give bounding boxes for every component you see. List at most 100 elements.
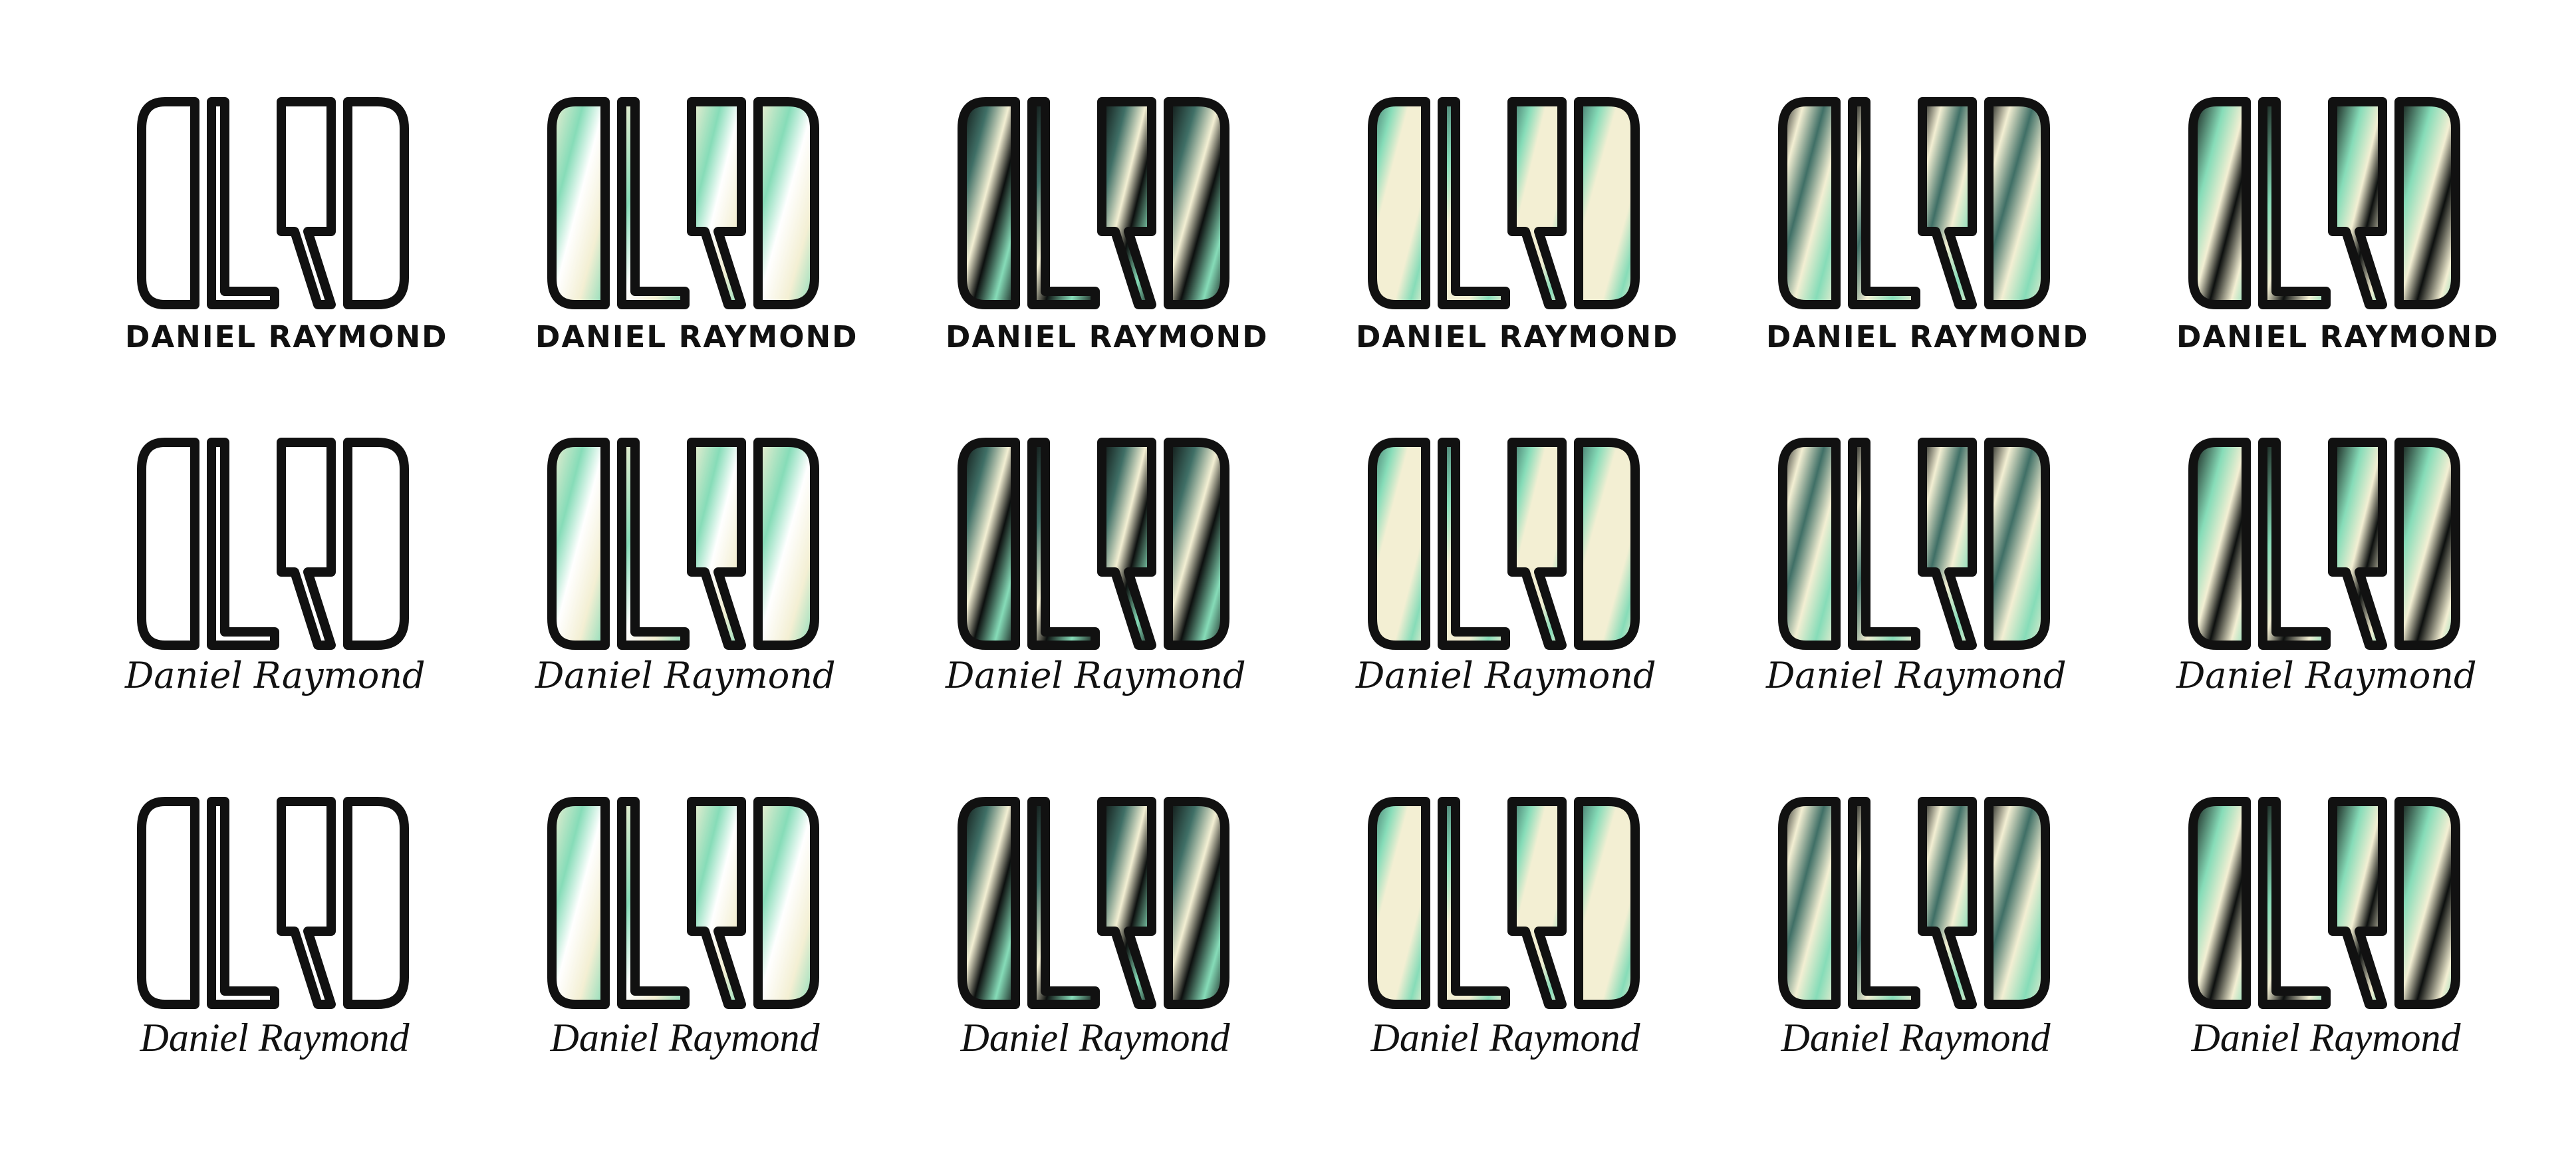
logo-variant: Daniel Raymond xyxy=(132,792,418,1084)
logo-variant: Daniel Raymond xyxy=(535,432,836,725)
letter-r xyxy=(2328,438,2387,650)
logo-variant: Daniel Raymond xyxy=(1766,432,2067,725)
letter-r xyxy=(1097,438,1156,650)
letter-d-right xyxy=(2394,438,2460,650)
letter-r xyxy=(1507,438,1567,650)
logo-variant: DANIEL RAYMOND xyxy=(125,92,446,384)
brand-name: Daniel Raymond xyxy=(550,1016,820,1060)
letter-r xyxy=(277,797,336,1009)
letter-d-right xyxy=(343,438,409,650)
brand-name: Daniel Raymond xyxy=(535,654,836,696)
letter-l xyxy=(1848,438,1920,650)
letter-l xyxy=(617,97,690,309)
letter-d-right xyxy=(753,97,819,309)
letter-d-right xyxy=(1164,797,1229,1009)
monogram-mark xyxy=(2188,438,2460,650)
letter-r xyxy=(687,438,746,650)
letter-d-left xyxy=(1778,438,1841,650)
letter-l xyxy=(207,438,279,650)
brand-name: DANIEL RAYMOND xyxy=(1356,319,1679,355)
monogram-mark xyxy=(137,438,409,650)
brand-name: DANIEL RAYMOND xyxy=(125,319,448,355)
letter-r xyxy=(1918,438,1977,650)
letter-d-right xyxy=(1164,97,1229,309)
letter-l xyxy=(1848,797,1920,1009)
logo-variant: DANIEL RAYMOND xyxy=(1766,92,2087,384)
monogram-mark xyxy=(547,97,819,309)
monogram-mark xyxy=(1368,438,1640,650)
letter-l xyxy=(1848,97,1920,309)
brand-name: Daniel Raymond xyxy=(140,1016,410,1060)
letter-d-left xyxy=(1778,797,1841,1009)
letter-d-left xyxy=(2188,797,2251,1009)
brand-name: DANIEL RAYMOND xyxy=(2176,319,2500,355)
monogram-mark xyxy=(1368,97,1640,309)
letter-l xyxy=(617,797,690,1009)
letter-l xyxy=(617,438,690,650)
brand-name: Daniel Raymond xyxy=(1766,654,2067,696)
letter-r xyxy=(2328,797,2387,1009)
letter-d-left xyxy=(547,97,610,309)
logo-variant: DANIEL RAYMOND xyxy=(2176,92,2498,384)
letter-l xyxy=(1438,97,1510,309)
letter-d-left xyxy=(958,97,1020,309)
letter-d-left xyxy=(547,438,610,650)
letter-d-right xyxy=(753,438,819,650)
letter-d-left xyxy=(1368,797,1430,1009)
letter-d-left xyxy=(137,97,199,309)
logo-variant: DANIEL RAYMOND xyxy=(946,92,1267,384)
brand-name: Daniel Raymond xyxy=(1781,1016,2051,1060)
letter-l xyxy=(207,97,279,309)
letter-l xyxy=(1438,438,1510,650)
brand-name: Daniel Raymond xyxy=(2176,654,2477,696)
letter-d-left xyxy=(1368,97,1430,309)
letter-d-right xyxy=(1164,438,1229,650)
logo-variant: DANIEL RAYMOND xyxy=(1356,92,1677,384)
letter-d-left xyxy=(958,797,1020,1009)
letter-l xyxy=(207,797,279,1009)
letter-d-right xyxy=(2394,797,2460,1009)
logo-variant: Daniel Raymond xyxy=(542,792,828,1084)
letter-d-left xyxy=(1778,97,1841,309)
monogram-mark xyxy=(958,797,1229,1009)
logo-variant: Daniel Raymond xyxy=(946,432,1246,725)
letter-l xyxy=(1438,797,1510,1009)
letter-d-left xyxy=(2188,438,2251,650)
letter-d-right xyxy=(1574,797,1640,1009)
letter-d-right xyxy=(2394,97,2460,309)
brand-name: DANIEL RAYMOND xyxy=(1766,319,2089,355)
letter-r xyxy=(1097,97,1156,309)
monogram-mark xyxy=(2188,97,2460,309)
letter-r xyxy=(2328,97,2387,309)
monogram-mark xyxy=(1778,97,2050,309)
letter-l xyxy=(2258,797,2331,1009)
monogram-mark xyxy=(547,797,819,1009)
logo-variant: Daniel Raymond xyxy=(952,792,1238,1084)
letter-r xyxy=(1918,97,1977,309)
logo-variant: Daniel Raymond xyxy=(2176,432,2477,725)
logo-variant: Daniel Raymond xyxy=(1773,792,2059,1084)
letter-l xyxy=(1027,97,1100,309)
letter-d-left xyxy=(137,797,199,1009)
letter-r xyxy=(687,797,746,1009)
letter-r xyxy=(1918,797,1977,1009)
monogram-mark xyxy=(1778,438,2050,650)
letter-r xyxy=(277,438,336,650)
logo-variant: Daniel Raymond xyxy=(125,432,426,725)
logo-variant: DANIEL RAYMOND xyxy=(535,92,856,384)
letter-d-left xyxy=(547,797,610,1009)
monogram-mark xyxy=(958,97,1229,309)
logo-variant: Daniel Raymond xyxy=(2183,792,2469,1084)
letter-l xyxy=(2258,97,2331,309)
monogram-mark xyxy=(1778,797,2050,1009)
logo-variant: Daniel Raymond xyxy=(1356,432,1656,725)
letter-r xyxy=(1507,797,1567,1009)
letter-r xyxy=(1507,97,1567,309)
letter-d-left xyxy=(2188,97,2251,309)
letter-d-left xyxy=(1368,438,1430,650)
monogram-mark xyxy=(1368,797,1640,1009)
monogram-mark xyxy=(547,438,819,650)
monogram-mark xyxy=(137,797,409,1009)
letter-d-right xyxy=(753,797,819,1009)
